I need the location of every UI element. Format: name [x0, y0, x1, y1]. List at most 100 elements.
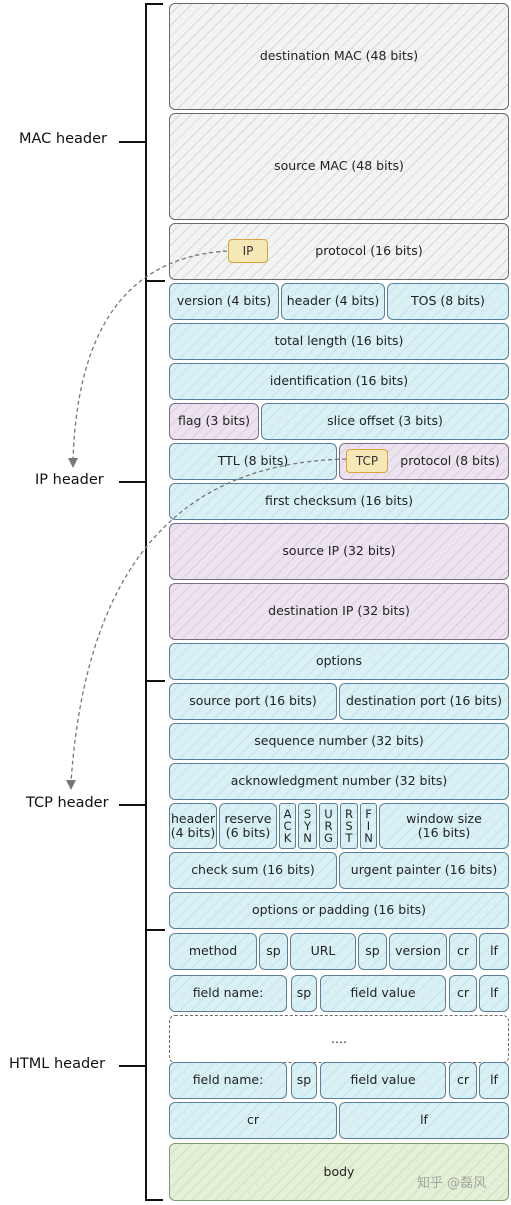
body-text: body — [323, 1163, 355, 1179]
sp-text: sp — [365, 943, 380, 959]
tcp-window-size-field: window size (16 bits) — [379, 803, 509, 849]
cr-text: cr — [456, 985, 469, 1001]
lf-text: lf — [490, 985, 498, 1001]
ip-version-text: version (4 bits) — [176, 293, 272, 309]
flag-char: T — [345, 831, 353, 846]
ip-identification-text: identification (16 bits) — [269, 373, 409, 389]
ip-total-length-text: total length (16 bits) — [274, 333, 404, 349]
flag-char: R — [345, 806, 353, 821]
tcp-options-field: options or padding (16 bits) — [169, 892, 509, 929]
cr-text: cr — [456, 1072, 469, 1088]
http-lf-field-2: lf — [479, 975, 509, 1012]
sp-text: sp — [296, 985, 312, 1001]
http-sp-field-1: sp — [259, 933, 288, 970]
http-method-field: method — [169, 933, 257, 970]
http-field-value-1: field value — [320, 975, 446, 1012]
tcp-destination-port-field: destination port (16 bits) — [339, 683, 509, 720]
cr-text: cr — [246, 1112, 259, 1128]
flag-char: K — [283, 831, 292, 846]
flag-char: F — [365, 806, 372, 821]
ip-header-label: IP header — [35, 472, 104, 488]
field-name-text: field name: — [192, 1072, 264, 1088]
ip-options-text: options — [315, 653, 363, 669]
http-field-name-1: field name: — [169, 975, 287, 1012]
flag-char: N — [364, 831, 373, 846]
tcp-ack-number-field: acknowledgment number (32 bits) — [169, 763, 509, 800]
field-value-text: field value — [350, 985, 416, 1001]
ip-total-length-field: total length (16 bits) — [169, 323, 509, 360]
http-sp-field-4: sp — [291, 1062, 317, 1099]
flag-char: S — [345, 818, 353, 833]
sp-text: sp — [296, 1072, 312, 1088]
flag-char: S — [303, 806, 312, 821]
http-cr-field-3: cr — [449, 1062, 477, 1099]
ip-slice-offset-field: slice offset (3 bits) — [261, 403, 509, 440]
tcp-arrow-head — [66, 780, 76, 790]
ip-tos-field: TOS (8 bits) — [387, 283, 509, 320]
lf-text: lf — [420, 1112, 428, 1128]
html-header-tick — [119, 1065, 146, 1067]
cr-text: cr — [456, 943, 469, 959]
http-url-text: URL — [310, 943, 336, 959]
tcp-reserve-line2: (6 bits) — [225, 825, 271, 840]
ip-ttl-text: TTL (8 bits) — [217, 453, 289, 469]
tcp-window-size-line2: (16 bits) — [417, 825, 471, 840]
tcp-source-port-text: source port (16 bits) — [189, 693, 317, 709]
field-name-text: field name: — [192, 985, 264, 1001]
http-sp-field-3: sp — [291, 975, 317, 1012]
tcp-window-size-line1: window size — [406, 810, 482, 826]
tcp-checksum-field: check sum (16 bits) — [169, 852, 337, 889]
ip-protocol-text: protocol (8 bits) — [400, 453, 500, 469]
ip-source-ip-text: source IP (32 bits) — [282, 543, 396, 559]
destination-mac-field: destination MAC (48 bits) — [169, 3, 509, 110]
tcp-urgent-pointer-field: urgent painter (16 bits) — [339, 852, 509, 889]
flag-char: G — [324, 831, 333, 846]
ip-arrow-path — [72, 250, 228, 462]
http-version-field: version — [389, 933, 447, 970]
ip-checksum-text: first checksum (16 bits) — [264, 493, 414, 509]
tcp-source-port-field: source port (16 bits) — [169, 683, 337, 720]
http-end-lf-field: lf — [339, 1102, 509, 1139]
tcp-tag: TCP — [346, 449, 388, 473]
http-field-name-2: field name: — [169, 1062, 287, 1099]
tcp-options-text: options or padding (16 bits) — [252, 902, 426, 918]
http-lf-field-1: lf — [479, 933, 509, 970]
ip-tag: IP — [228, 239, 268, 263]
tcp-arrow-path — [70, 458, 347, 783]
tcp-ack-number-text: acknowledgment number (32 bits) — [230, 773, 448, 789]
ip-flag-text: flag (3 bits) — [178, 413, 250, 429]
flag-char: A — [283, 806, 292, 821]
source-mac-text: source MAC (48 bits) — [274, 158, 404, 174]
ip-destination-ip-field: destination IP (32 bits) — [169, 583, 509, 640]
http-end-cr-field: cr — [169, 1102, 337, 1139]
http-method-text: method — [188, 943, 238, 959]
flag-char: R — [324, 818, 333, 833]
http-version-text: version — [395, 943, 441, 959]
http-sp-field-2: sp — [358, 933, 387, 970]
tcp-checksum-text: check sum (16 bits) — [191, 862, 315, 878]
tcp-reserve-line1: reserve — [224, 810, 272, 826]
ip-arrow-head — [68, 458, 78, 468]
mac-header-label: MAC header — [19, 131, 107, 147]
tcp-reserve-field: reserve (6 bits) — [219, 803, 277, 849]
http-cr-field-1: cr — [449, 933, 477, 970]
ip-options-field: options — [169, 643, 509, 680]
ip-header-length-field: header (4 bits) — [281, 283, 385, 320]
tcp-header-label: TCP header — [26, 795, 109, 811]
ip-identification-field: identification (16 bits) — [169, 363, 509, 400]
html-header-label: HTML header — [9, 1056, 106, 1072]
tcp-header-tick — [119, 804, 146, 806]
tcp-destination-port-text: destination port (16 bits) — [345, 693, 503, 709]
http-body-field: body — [169, 1143, 509, 1201]
watermark: 知乎 @磊风 — [417, 1176, 487, 1191]
ellipsis-text: .... — [331, 1030, 347, 1046]
tcp-urgent-pointer-text: urgent painter (16 bits) — [350, 862, 498, 878]
ip-source-ip-field: source IP (32 bits) — [169, 523, 509, 580]
http-url-field: URL — [290, 933, 356, 970]
flag-char: I — [366, 818, 371, 833]
